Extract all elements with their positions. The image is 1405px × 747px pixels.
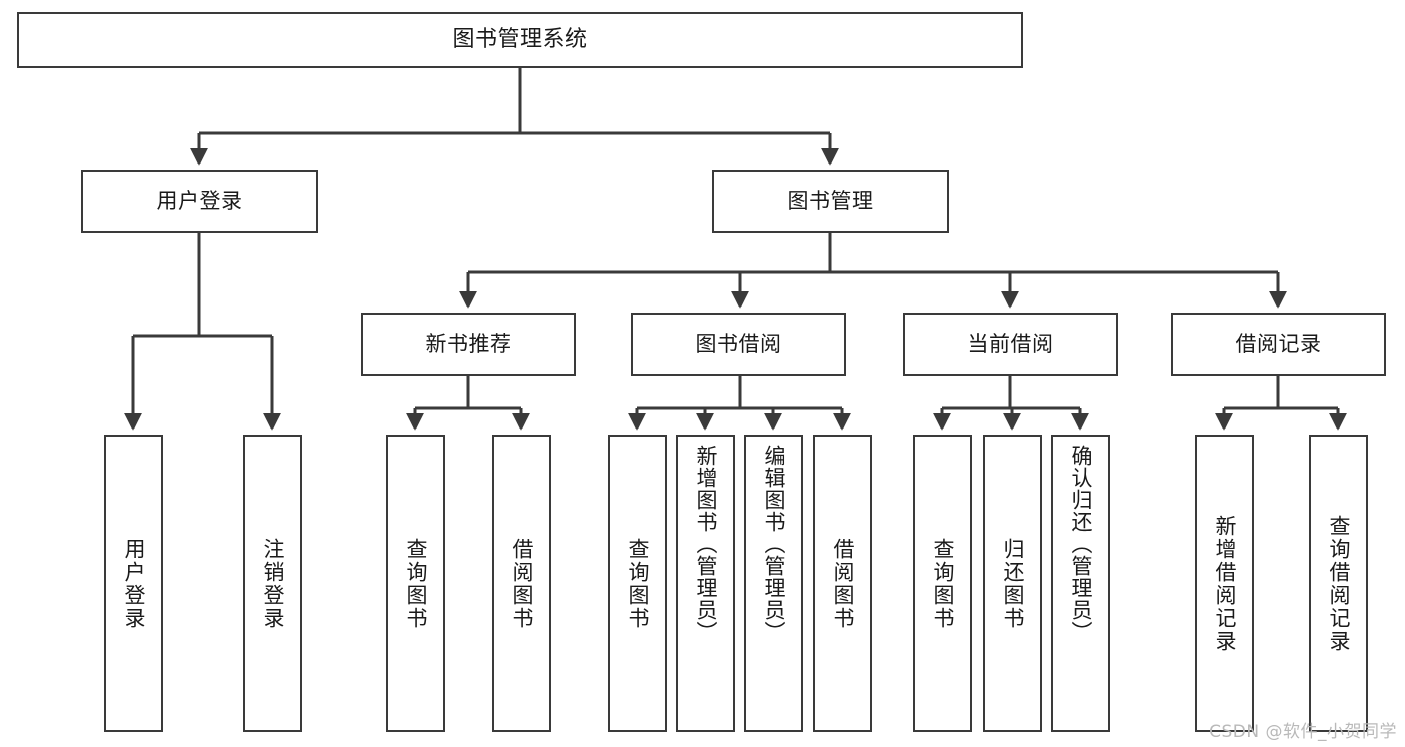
leaf-book-borrow-query-book[interactable]: 查询图书 [608,435,667,732]
node-label: 注销登录 [261,537,285,630]
node-label: 借阅图书 [510,537,534,630]
leaf-borrow-records-add-record[interactable]: 新增借阅记录 [1195,435,1254,732]
node-label: 新增图书（管理员） [694,445,718,643]
node-label: 用户登录 [122,537,146,630]
node-borrow-records[interactable]: 借阅记录 [1171,313,1386,376]
node-book-borrow[interactable]: 图书借阅 [631,313,846,376]
node-label: 查询借阅记录 [1327,514,1351,653]
node-label: 查询图书 [404,537,428,630]
node-label: 图书管理系统 [452,27,588,53]
node-label: 归还图书 [1001,537,1025,630]
node-book-management-system[interactable]: 图书管理系统 [17,12,1023,68]
leaf-new-book-borrow-book[interactable]: 借阅图书 [492,435,551,732]
node-label: 查询图书 [626,537,650,630]
node-user-login[interactable]: 用户登录 [81,170,318,233]
leaf-book-borrow-edit-book[interactable]: 编辑图书（管理员） [744,435,803,732]
watermark-csdn: CSDN @软件_小贺同学 [1209,722,1397,742]
node-label: 确认归还（管理员） [1069,445,1093,643]
leaf-new-book-query-book[interactable]: 查询图书 [386,435,445,732]
node-label: 新书推荐 [425,332,512,357]
node-new-book-recommend[interactable]: 新书推荐 [361,313,576,376]
node-book-management[interactable]: 图书管理 [712,170,949,233]
node-label: 查询图书 [931,537,955,630]
leaf-book-borrow-add-book[interactable]: 新增图书（管理员） [676,435,735,732]
leaf-current-borrow-return-book[interactable]: 归还图书 [983,435,1042,732]
leaf-user-login-logout[interactable]: 注销登录 [243,435,302,732]
node-label: 借阅图书 [831,537,855,630]
node-label: 用户登录 [156,189,243,214]
leaf-book-borrow-borrow-book[interactable]: 借阅图书 [813,435,872,732]
node-label: 借阅记录 [1235,332,1322,357]
node-label: 图书借阅 [695,332,782,357]
leaf-user-login-login[interactable]: 用户登录 [104,435,163,732]
node-label: 图书管理 [787,189,874,214]
node-label: 新增借阅记录 [1213,514,1237,653]
node-label: 当前借阅 [967,332,1054,357]
node-current-borrow[interactable]: 当前借阅 [903,313,1118,376]
node-label: 编辑图书（管理员） [762,445,786,643]
leaf-borrow-records-query-record[interactable]: 查询借阅记录 [1309,435,1368,732]
leaf-current-borrow-confirm-return[interactable]: 确认归还（管理员） [1051,435,1110,732]
leaf-current-borrow-query-book[interactable]: 查询图书 [913,435,972,732]
